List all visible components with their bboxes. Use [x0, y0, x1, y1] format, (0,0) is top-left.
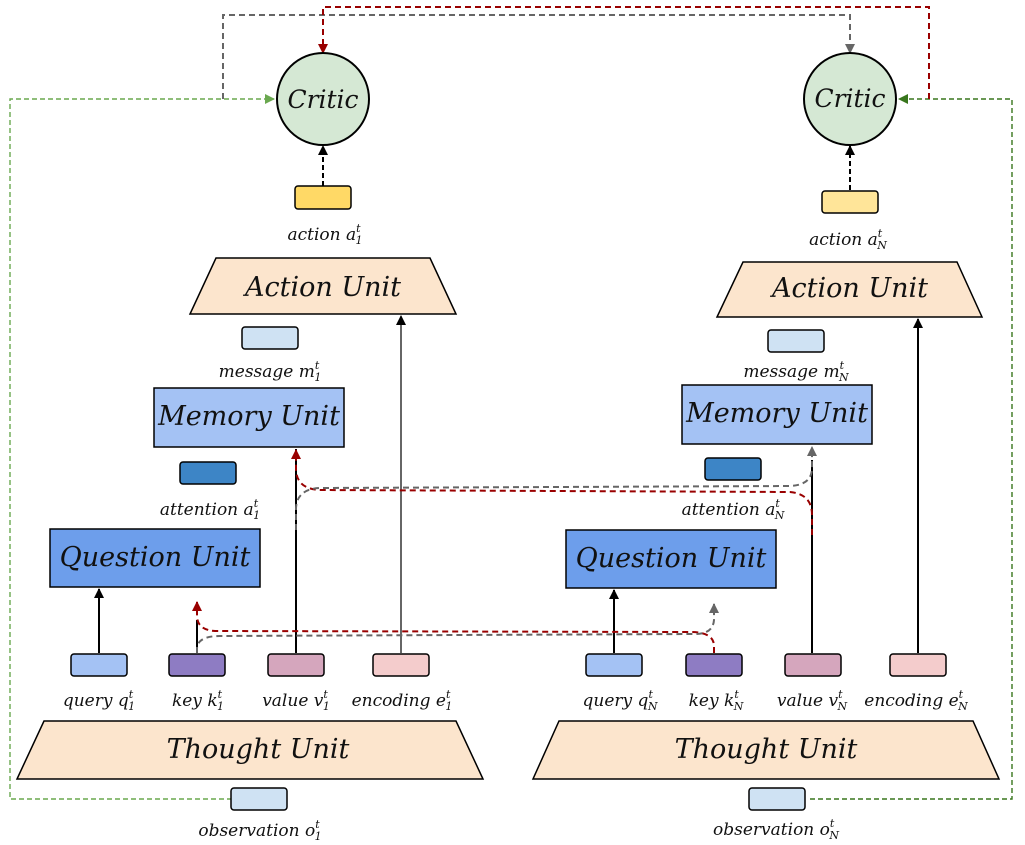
- key-1-vector: [168, 653, 226, 677]
- memory-unit-N-label: Memory Unit: [685, 398, 868, 429]
- value-1-vector: [267, 653, 325, 677]
- action-unit-N-label: Action Unit: [769, 273, 928, 304]
- memory-unit-1-label: Memory Unit: [157, 401, 340, 432]
- thought-unit-N-label: Thought Unit: [675, 734, 858, 765]
- question-unit-1-box: [49, 528, 261, 588]
- question-unit-1-label: Question Unit: [60, 542, 251, 573]
- thought-unit-1-box: [15, 720, 485, 780]
- encoding-1-vector: [372, 653, 430, 677]
- action-unit-1-box: [188, 257, 458, 315]
- cross-critic-grey-path: [222, 14, 855, 99]
- memory-unit-N-box: [681, 384, 873, 445]
- question-unit-N-box: [565, 529, 777, 589]
- critic-N-label: Critic: [814, 84, 885, 113]
- action-unit-1-label: Action Unit: [242, 272, 401, 303]
- obs-to-critic-1-path: [9, 94, 275, 800]
- thought-unit-N-box: [531, 720, 1001, 780]
- red-key-to-question-path: [192, 601, 715, 653]
- critic-1-node: [276, 52, 370, 146]
- grey-value-to-memory-path: [295, 446, 817, 530]
- key-N-vector: [685, 653, 743, 677]
- memory-unit-1-box: [153, 387, 345, 448]
- action-N-vector: [821, 190, 879, 214]
- question-unit-N-label: Question Unit: [576, 543, 767, 574]
- query-N-vector: [585, 653, 643, 677]
- critic-1-label: Critic: [287, 85, 358, 114]
- query-1-vector: [70, 653, 128, 677]
- message-N-vector: [767, 329, 825, 353]
- grey-key-to-question-path: [196, 603, 719, 653]
- thought-unit-1-label: Thought Unit: [167, 734, 350, 765]
- attention-N-vector: [704, 457, 762, 481]
- red-value-to-memory-path: [291, 449, 813, 535]
- action-1-vector: [294, 185, 352, 210]
- critic-N-node: [803, 52, 897, 146]
- obs-to-critic-N-path: [810, 94, 1013, 800]
- cross-critic-red-path: [318, 6, 930, 99]
- action-unit-N-box: [715, 261, 984, 318]
- value-N-vector: [784, 653, 842, 677]
- attention-1-vector: [179, 461, 237, 485]
- observation-1-vector: [230, 787, 288, 811]
- observation-N-vector: [748, 787, 806, 811]
- message-1-vector: [241, 326, 299, 350]
- encoding-N-vector: [889, 653, 947, 677]
